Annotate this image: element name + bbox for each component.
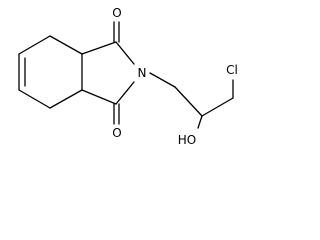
nitrogen-label: N: [138, 66, 147, 80]
structure-diagram: O O N Cl HO: [18, 6, 238, 147]
bond-c3a-c3: [81, 89, 117, 105]
chlorine-label: Cl: [226, 63, 238, 77]
bond-ring-c7-c6: [18, 35, 51, 55]
bond-ch2-choh: [174, 86, 203, 117]
bond-choh-oh: [197, 115, 203, 129]
bond-n-ch2: [149, 72, 176, 88]
bond-c1-n: [115, 41, 135, 65]
hydroxyl-label: HO: [178, 133, 196, 147]
bond-c3-n: [115, 81, 135, 105]
oxygen-top-label: O: [112, 6, 121, 20]
bond-choh-ch2cl: [201, 97, 234, 117]
bond-ring-c7a-c7: [49, 35, 83, 55]
bond-ring-c4-c3a: [49, 89, 83, 109]
bond-c7a-c1: [81, 41, 117, 55]
oxygen-bottom-label: O: [112, 126, 121, 140]
bond-ring-c5-c4: [18, 89, 51, 109]
